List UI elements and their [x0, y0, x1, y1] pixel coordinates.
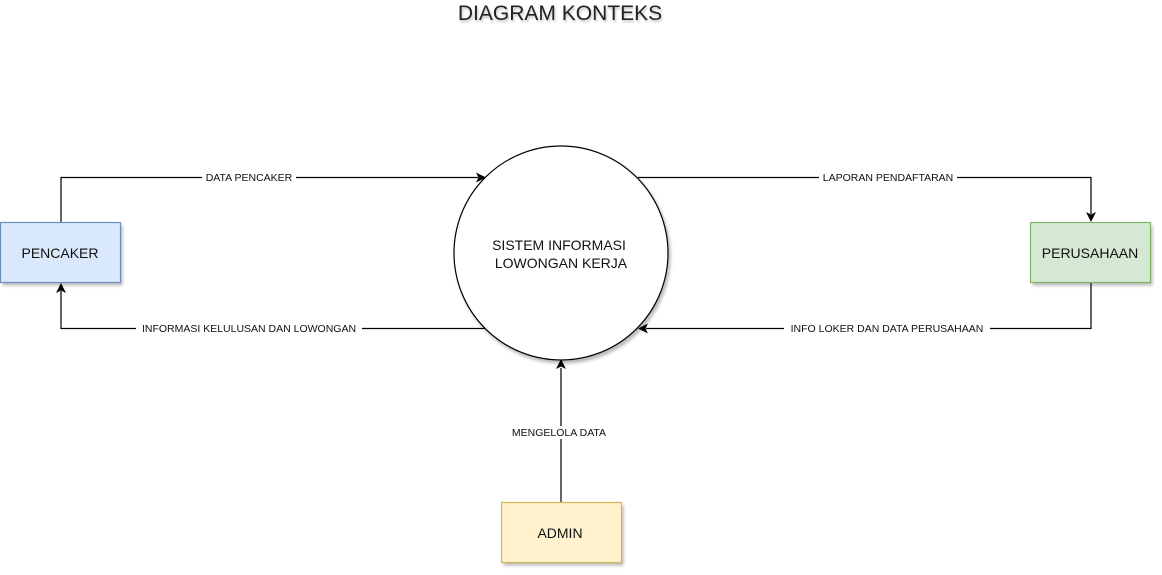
flow-label-informasi-kelulusan: INFORMASI KELULUSAN DAN LOWONGAN: [142, 323, 356, 335]
entity-label-admin: ADMIN: [537, 525, 582, 541]
entity-pencaker[interactable]: PENCAKER: [0, 221, 122, 284]
process-label-line1: SISTEM INFORMASI: [492, 237, 626, 253]
flow-mengelola-data[interactable]: MENGELOLA DATA: [508, 359, 611, 502]
flow-label-laporan-pendaftaran: LAPORAN PENDAFTARAN: [823, 172, 954, 184]
entity-perusahaan[interactable]: PERUSAHAAN: [1029, 221, 1152, 284]
process-label-line2: LOWONGAN KERJA: [495, 255, 628, 271]
entity-admin[interactable]: ADMIN: [500, 501, 623, 564]
flow-laporan-pendaftaran[interactable]: LAPORAN PENDAFTARAN: [638, 171, 1096, 222]
entity-label-perusahaan: PERUSAHAAN: [1042, 245, 1138, 261]
flow-label-info-loker: INFO LOKER DAN DATA PERUSAHAAN: [791, 323, 984, 335]
flow-label-data-pencaker: DATA PENCAKER: [206, 172, 293, 184]
flow-info-loker[interactable]: INFO LOKER DAN DATA PERUSAHAAN: [638, 283, 1092, 335]
process-sistem-informasi[interactable]: SISTEM INFORMASI LOWONGAN KERJA: [453, 145, 669, 361]
diagram-title: DIAGRAM KONTEKS: [458, 2, 662, 25]
flow-label-mengelola-data: MENGELOLA DATA: [512, 427, 606, 439]
flow-informasi-kelulusan[interactable]: INFORMASI KELULUSAN DAN LOWONGAN: [56, 283, 486, 335]
flow-data-pencaker[interactable]: DATA PENCAKER: [60, 171, 486, 222]
entity-label-pencaker: PENCAKER: [21, 245, 98, 261]
